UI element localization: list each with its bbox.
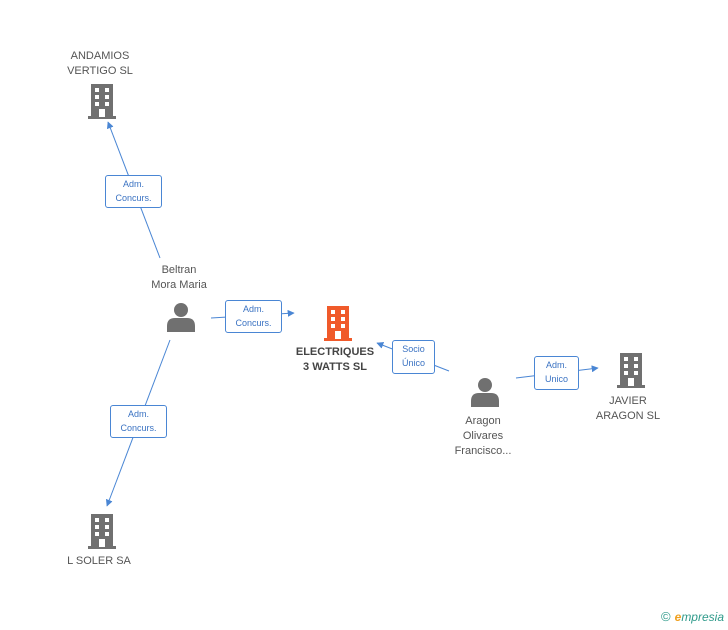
edge-label-line: Adm. bbox=[127, 409, 149, 419]
beltran-label[interactable]: Beltran Mora Maria bbox=[104, 263, 254, 293]
edge-label-line: Unico bbox=[544, 374, 568, 384]
andamios-label[interactable]: ANDAMIOS VERTIGO SL bbox=[25, 49, 175, 79]
electriques-label[interactable]: ELECTRIQUES 3 WATTS SL bbox=[260, 345, 410, 375]
andamios-building-icon[interactable] bbox=[86, 84, 118, 119]
edge-label-line: Concurs. bbox=[120, 423, 157, 433]
edge-label-line: Adm. bbox=[242, 304, 264, 314]
andamios-label-line: VERTIGO SL bbox=[67, 65, 133, 77]
javier-label-line: JAVIER bbox=[609, 395, 647, 407]
lsoler-label[interactable]: L SOLER SA bbox=[24, 554, 174, 569]
edge-label-aragon-electriques[interactable]: Socio Único bbox=[392, 340, 435, 374]
edge-label-line: Adm. bbox=[545, 360, 567, 370]
edge-label-beltran-lsoler[interactable]: Adm. Concurs. bbox=[110, 405, 167, 438]
edge-label-aragon-javier[interactable]: Adm. Unico bbox=[534, 356, 579, 390]
andamios-label-line: ANDAMIOS bbox=[70, 50, 130, 62]
beltran-person-icon[interactable] bbox=[166, 302, 196, 332]
javier-label[interactable]: JAVIER ARAGON SL bbox=[553, 394, 703, 424]
electriques-building-icon[interactable] bbox=[322, 306, 354, 341]
edge-label-beltran-andamios[interactable]: Adm. Concurs. bbox=[105, 175, 162, 208]
electriques-label-line: ELECTRIQUES bbox=[295, 346, 375, 358]
javier-building-icon[interactable] bbox=[615, 353, 647, 388]
aragon-label[interactable]: Aragon Olivares Francisco... bbox=[408, 414, 558, 459]
aragon-label-line: Olivares bbox=[462, 430, 504, 442]
beltran-label-line: Mora Maria bbox=[151, 279, 207, 291]
aragon-person-icon[interactable] bbox=[470, 377, 500, 407]
copyright-symbol: © bbox=[661, 609, 671, 624]
aragon-label-line: Francisco... bbox=[454, 445, 512, 457]
lsoler-label-line: L SOLER SA bbox=[67, 555, 131, 567]
edge-label-line: Concurs. bbox=[235, 318, 272, 328]
edge-label-line: Socio bbox=[402, 344, 425, 354]
lsoler-building-icon[interactable] bbox=[86, 514, 118, 549]
edge-label-line: Concurs. bbox=[115, 193, 152, 203]
empresia-brand[interactable]: ©empresia bbox=[661, 609, 724, 624]
aragon-label-line: Aragon bbox=[465, 415, 501, 427]
edge-label-line: Único bbox=[401, 358, 425, 368]
edge-label-line: Adm. bbox=[122, 179, 144, 189]
brand-name: mpresia bbox=[681, 610, 724, 624]
javier-label-line: ARAGON SL bbox=[595, 410, 661, 422]
brand-initial: e bbox=[674, 610, 682, 624]
electriques-label-line: 3 WATTS SL bbox=[303, 361, 367, 373]
beltran-label-line: Beltran bbox=[161, 264, 197, 276]
edge-label-beltran-electriques[interactable]: Adm. Concurs. bbox=[225, 300, 282, 333]
